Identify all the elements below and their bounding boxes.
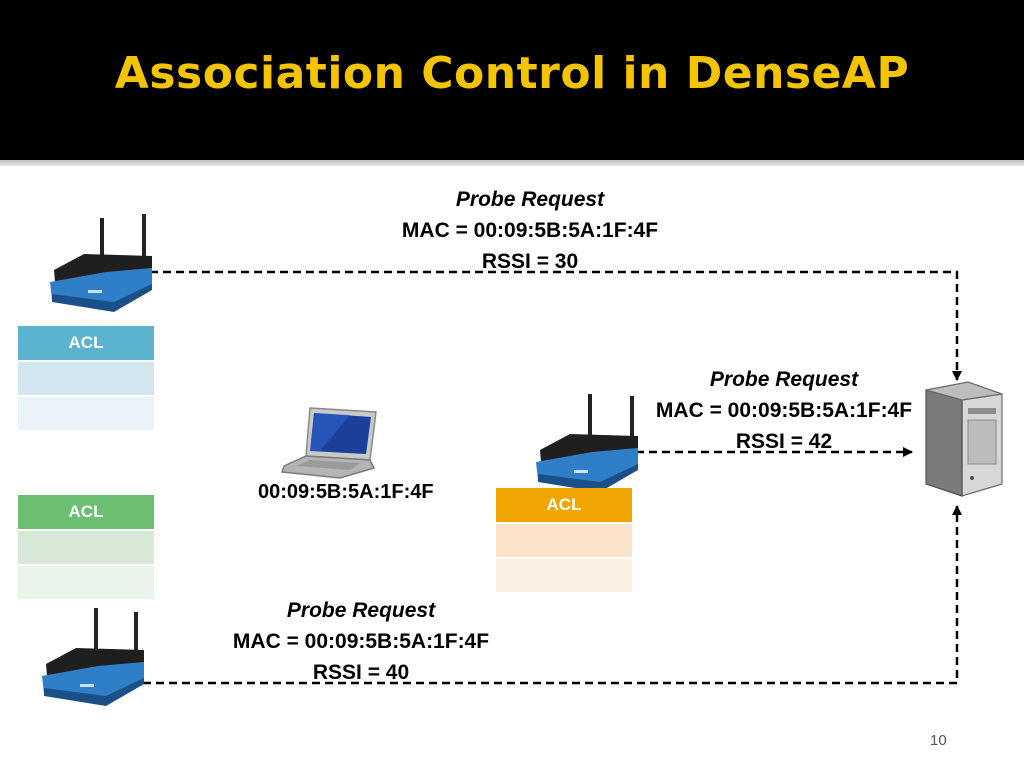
wireless-router-icon <box>50 214 152 312</box>
acl-table-bottom: ACL <box>18 495 154 601</box>
acl-row <box>18 397 154 430</box>
probe-head: Probe Request <box>286 599 436 622</box>
wireless-router-icon <box>536 394 638 492</box>
probe-rssi: RSSI = 30 <box>481 250 579 273</box>
acl-row <box>18 531 154 564</box>
acl-table-top: ACL <box>18 326 154 432</box>
acl-row <box>496 524 632 557</box>
probe-label-top: Probe Request MAC = 00:09:5B:5A:1F:4F RS… <box>330 184 730 277</box>
probe-head: Probe Request <box>709 368 859 391</box>
laptop-icon <box>280 407 377 479</box>
probe-mac: MAC = 00:09:5B:5A:1F:4F <box>232 630 490 653</box>
acl-table-middle: ACL <box>496 488 632 594</box>
acl-header: ACL <box>496 488 632 522</box>
probe-head: Probe Request <box>455 188 605 211</box>
probe-rssi: RSSI = 42 <box>735 430 833 453</box>
title-divider <box>0 160 1024 166</box>
probe-label-bottom: Probe Request MAC = 00:09:5B:5A:1F:4F RS… <box>196 595 526 688</box>
probe-label-middle: Probe Request MAC = 00:09:5B:5A:1F:4F RS… <box>624 364 944 457</box>
wireless-router-icon <box>42 608 144 706</box>
acl-row <box>18 566 154 599</box>
probe-rssi: RSSI = 40 <box>312 661 410 684</box>
acl-header: ACL <box>18 326 154 360</box>
acl-row <box>496 559 632 592</box>
page-number: 10 <box>930 732 947 749</box>
bottom-link <box>130 505 962 685</box>
top-link <box>150 270 962 381</box>
client-mac-label: 00:09:5B:5A:1F:4F <box>258 481 434 503</box>
server-icon <box>925 381 1003 497</box>
acl-header: ACL <box>18 495 154 529</box>
probe-mac: MAC = 00:09:5B:5A:1F:4F <box>655 399 913 422</box>
probe-mac: MAC = 00:09:5B:5A:1F:4F <box>401 219 659 242</box>
acl-row <box>18 362 154 395</box>
slide-title: Association Control in DenseAP <box>114 48 910 99</box>
title-bar <box>0 0 1024 166</box>
